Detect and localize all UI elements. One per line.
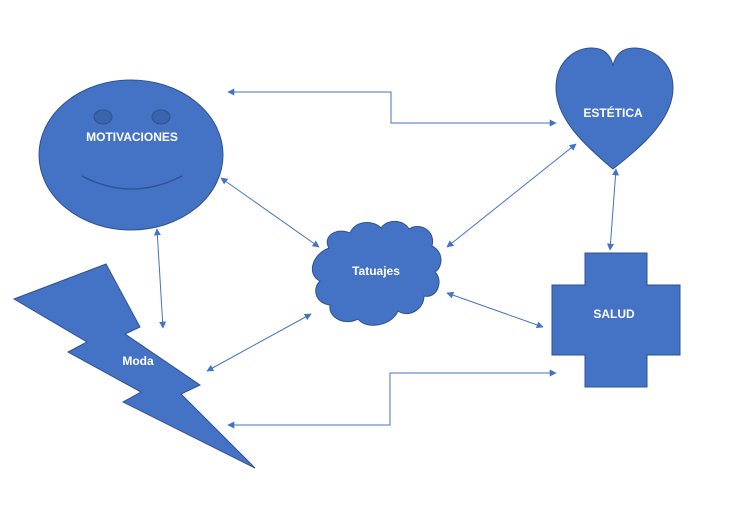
- estetica-label: ESTÉTICA: [583, 105, 643, 120]
- connectors: [153, 88, 620, 429]
- node-moda: Moda: [12, 263, 256, 469]
- cloud-shape: [311, 220, 442, 326]
- lightning-bolt-shape: [12, 263, 256, 469]
- motivaciones-label: MOTIVACIONES: [86, 130, 178, 144]
- connector-tatuajes-salud: [446, 291, 544, 329]
- node-salud: SALUD: [551, 252, 681, 388]
- connector-moda-salud: [227, 369, 557, 429]
- node-motivaciones: MOTIVACIONES: [38, 79, 224, 231]
- connector-motivaciones-tatuajes: [220, 177, 320, 248]
- connector-moda-tatuajes: [206, 313, 312, 372]
- connector-estetica-salud: [606, 168, 620, 251]
- moda-label: Moda: [122, 354, 154, 368]
- smiley-left-eye: [93, 109, 113, 125]
- smiley-face-shape: [38, 79, 224, 231]
- smiley-mouth: [81, 175, 183, 190]
- salud-label: SALUD: [593, 307, 635, 321]
- connector-estetica-motivaciones: [227, 88, 557, 127]
- plus-shape: [551, 252, 681, 388]
- node-estetica: ESTÉTICA: [555, 47, 674, 170]
- tatuajes-label: Tatuajes: [352, 264, 400, 278]
- connector-tatuajes-estetica: [446, 143, 577, 248]
- smiley-right-eye: [151, 109, 171, 125]
- node-tatuajes: Tatuajes: [311, 220, 442, 326]
- connector-motivaciones-moda: [153, 228, 167, 329]
- heart-shape: [555, 47, 674, 170]
